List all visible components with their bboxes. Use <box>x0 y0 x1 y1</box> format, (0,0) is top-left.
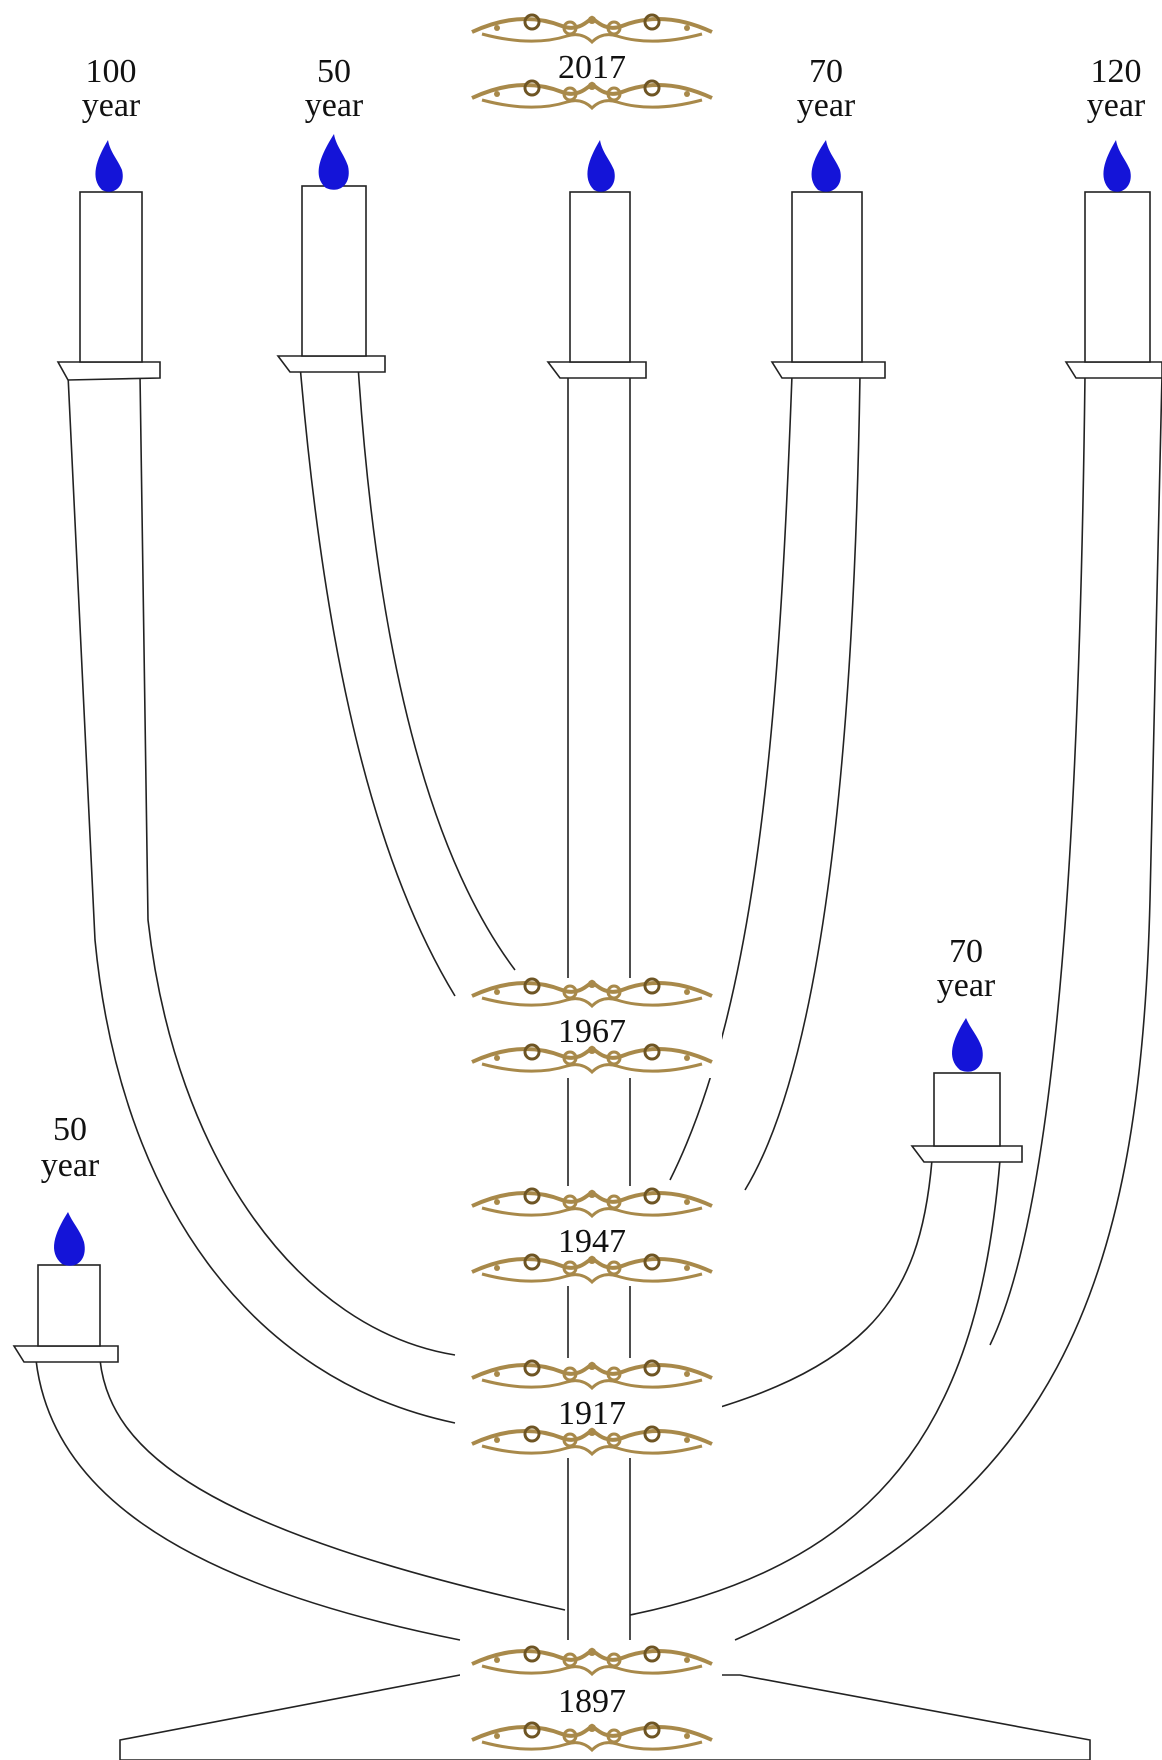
candle-6 <box>933 1072 1001 1147</box>
candle-7-unit: year <box>41 1147 100 1184</box>
candle-5-number: 120 <box>1091 53 1142 90</box>
arm-right-outer <box>989 374 1086 1346</box>
candle-1-unit: year <box>82 87 141 124</box>
flame-icon-4 <box>811 140 841 192</box>
candle-4-number: 70 <box>809 53 843 90</box>
arm-left-outer <box>67 374 456 1424</box>
candle-5-unit: year <box>1087 87 1146 124</box>
year-1947-label: 1947 <box>558 1223 626 1260</box>
candle-3 <box>569 191 631 363</box>
flame-icon-1 <box>95 140 123 192</box>
candle-7 <box>37 1264 101 1347</box>
cup-4 <box>770 361 886 379</box>
cup-7 <box>12 1345 119 1363</box>
candle-5 <box>1084 191 1151 363</box>
year-1967-label: 1967 <box>558 1013 626 1050</box>
candle-1 <box>79 191 143 363</box>
flame-icon-7 <box>54 1212 85 1266</box>
candle-6-unit: year <box>937 967 996 1004</box>
year-marker-1947: 1947 <box>460 1186 722 1286</box>
candle-2-number: 50 <box>317 53 351 90</box>
cup-1 <box>56 361 161 381</box>
arm-left-inner-inner <box>357 364 516 971</box>
candle-4-unit: year <box>797 87 856 124</box>
arm-right-inner <box>669 374 793 1181</box>
year-2017-label: 2017 <box>558 49 626 86</box>
candle-2 <box>301 185 367 357</box>
arm-right-outer-inner <box>734 374 1162 1641</box>
cup-3 <box>546 361 647 379</box>
flame-icon-5 <box>1103 140 1131 192</box>
year-marker-1897: 1897 <box>460 1640 722 1752</box>
cup-2 <box>276 355 386 373</box>
cup-5 <box>1064 361 1162 379</box>
arm-right-inner-inner <box>744 374 861 1191</box>
flame-icon-2 <box>318 134 349 190</box>
arm-left-inner <box>299 364 456 997</box>
candle-4 <box>791 191 863 363</box>
year-marker-1967: 1967 <box>460 977 722 1078</box>
candle-1-number: 100 <box>86 53 137 90</box>
year-1917-label: 1917 <box>558 1395 626 1432</box>
candle-7-number: 50 <box>53 1111 87 1148</box>
year-marker-2017: 2017 <box>460 10 722 110</box>
arm-far-left <box>35 1359 461 1641</box>
flame-icon-6 <box>952 1018 983 1072</box>
arm-far-left-inner <box>99 1359 566 1611</box>
arm-right-lower <box>629 1159 1001 1616</box>
arm-left-outer-inner <box>139 374 456 1356</box>
cup-6 <box>910 1145 1023 1163</box>
candle-6-number: 70 <box>949 933 983 970</box>
flame-icon-3 <box>587 140 615 192</box>
year-marker-1917: 1917 <box>460 1358 722 1458</box>
year-1897-label: 1897 <box>558 1683 626 1720</box>
candle-2-unit: year <box>305 87 364 124</box>
